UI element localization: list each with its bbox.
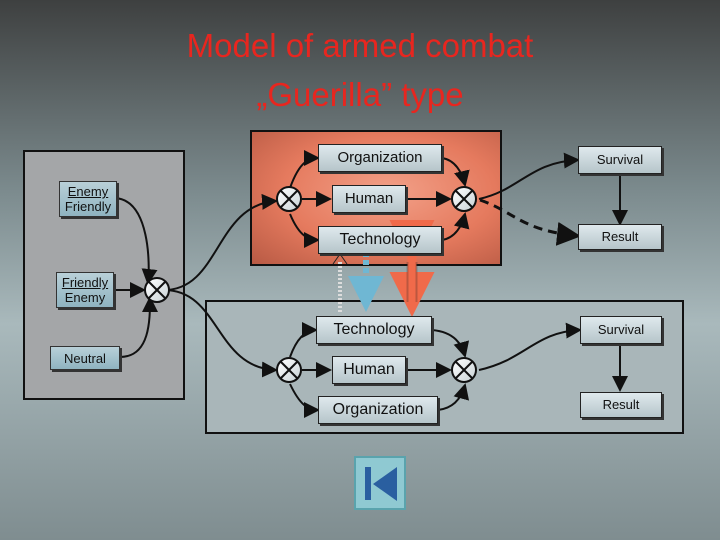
bottom-human-box: Human [332,356,406,384]
first-slide-icon-bar [365,467,371,500]
bottom-left-cross-icon [276,357,302,383]
title-line-1: Model of armed combat [186,27,534,64]
first-slide-icon [373,467,397,501]
bottom-result-box: Result [580,392,662,418]
label-enemy-friendly: Enemy Friendly [59,181,117,217]
label-friendly-enemy: Friendly Enemy [56,272,114,308]
top-organization-box: Organization [318,144,442,172]
top-right-cross-icon [451,186,477,212]
label-friendly-text-2: Friendly [61,275,109,290]
top-technology-box: Technology [318,226,442,254]
bottom-right-cross-icon [451,357,477,383]
label-friendly-text: Friendly [64,199,112,214]
title-line-2: „Guerilla” type [256,76,464,113]
junction-cross-icon [144,277,170,303]
top-left-cross-icon [276,186,302,212]
bottom-survival-box: Survival [580,316,662,344]
top-result-box: Result [578,224,662,250]
bottom-technology-box: Technology [316,316,432,344]
label-neutral: Neutral [50,346,120,370]
bottom-organization-box: Organization [318,396,438,424]
first-slide-button[interactable] [354,456,406,510]
label-enemy-text: Enemy [67,184,109,199]
top-survival-box: Survival [578,146,662,174]
top-human-box: Human [332,185,406,213]
label-enemy-text-2: Enemy [64,290,106,305]
